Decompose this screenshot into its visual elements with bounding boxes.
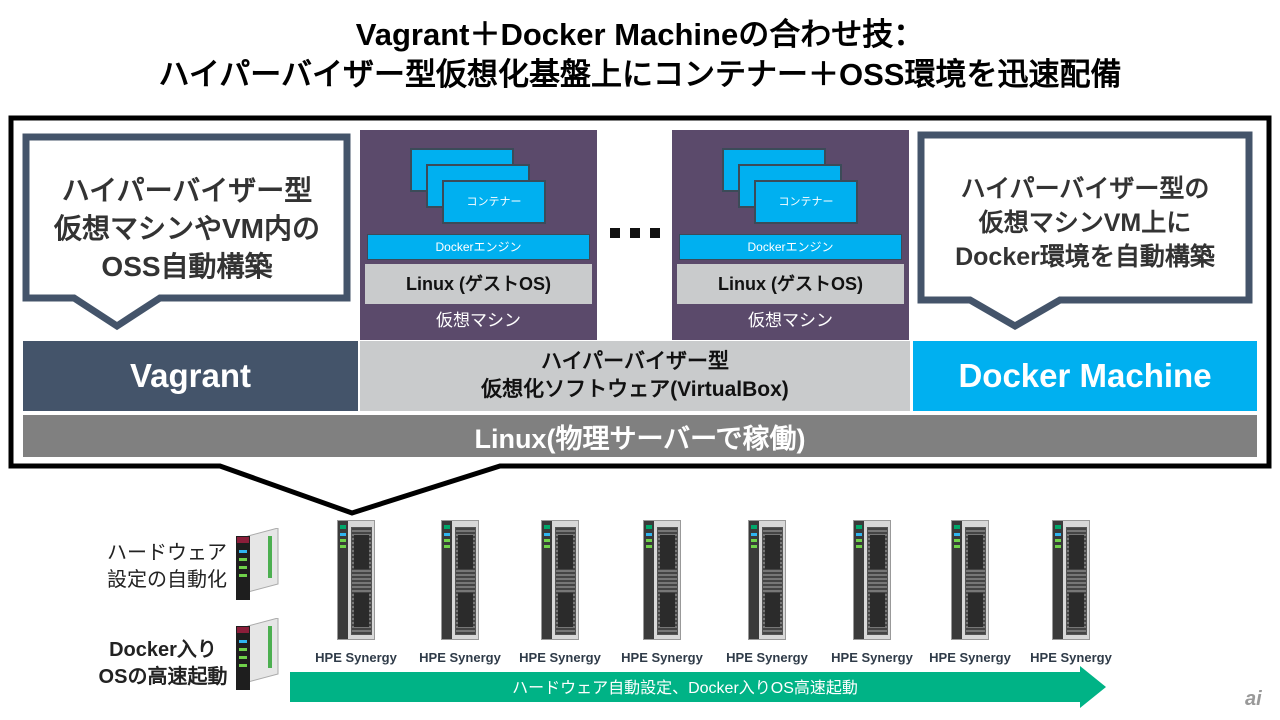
vm-label: 仮想マシン xyxy=(748,311,833,330)
title-line-1: Vagrant＋Docker Machineの合わせ技： xyxy=(355,17,925,52)
left-callout-line-1: ハイパーバイザー型 xyxy=(61,175,313,206)
right-callout: ハイパーバイザー型の 仮想マシンVM上に Docker環境を自動構築 xyxy=(925,172,1245,274)
server-label: HPE Synergy xyxy=(419,650,501,665)
hypervisor-band: ハイパーバイザー型 仮想化ソフトウェア(VirtualBox) xyxy=(360,341,910,411)
hypervisor-line-1: ハイパーバイザー型 xyxy=(541,350,729,373)
right-callout-line-2: 仮想マシンVM上に xyxy=(978,209,1192,237)
right-callout-border xyxy=(917,131,1253,331)
server-label: HPE Synergy xyxy=(519,650,601,665)
right-callout-line-1: ハイパーバイザー型の xyxy=(960,175,1210,203)
server-label: HPE Synergy xyxy=(726,650,808,665)
docker-engine: Dockerエンジン xyxy=(679,234,902,260)
left-callout-line-3: OSS自動構築 xyxy=(101,251,273,282)
watermark-logo: ai xyxy=(1245,688,1262,710)
vagrant-band: Vagrant xyxy=(23,341,358,411)
right-callout-line-3: Docker環境を自動構築 xyxy=(955,243,1215,271)
docker-engine: Dockerエンジン xyxy=(367,234,590,260)
server-label: HPE Synergy xyxy=(315,650,397,665)
vm-label: 仮想マシン xyxy=(436,311,521,330)
side-label-hardware: ハードウェア 設定の自動化 xyxy=(94,540,240,594)
server-blade-icon xyxy=(748,520,786,640)
container-front: コンテナー xyxy=(442,180,546,224)
server-blade-icon xyxy=(1052,520,1090,640)
hypervisor-line-2: 仮想化ソフトウェア(VirtualBox) xyxy=(481,378,789,401)
server-label: HPE Synergy xyxy=(831,650,913,665)
server-blade-icon xyxy=(853,520,891,640)
server-blade-icon xyxy=(441,520,479,640)
left-callout-border xyxy=(22,133,351,331)
ellipsis-dots xyxy=(610,228,660,240)
server-blade-icon xyxy=(541,520,579,640)
side-label-line-1: ハードウェア xyxy=(107,542,227,564)
virtual-machine-1: コンテナー Dockerエンジン Linux (ゲストOS) 仮想マシン xyxy=(360,130,597,340)
docker-machine-band: Docker Machine xyxy=(913,341,1257,411)
left-callout-line-2: 仮想マシンやVM内の xyxy=(53,213,320,244)
hardware-blade-icon xyxy=(236,528,279,600)
host-linux-band: Linux(物理サーバーで稼働) xyxy=(23,415,1257,457)
side-label-docker-os: Docker入り OSの高速起動 xyxy=(88,637,238,691)
progress-arrow xyxy=(290,666,1106,708)
side-label-line-1: Docker入り xyxy=(109,639,217,661)
virtual-machine-2: コンテナー Dockerエンジン Linux (ゲストOS) 仮想マシン xyxy=(672,130,909,340)
docker-os-blade-icon xyxy=(236,618,279,690)
guest-os: Linux (ゲストOS) xyxy=(365,264,592,304)
server-blade-icon xyxy=(951,520,989,640)
container-front: コンテナー xyxy=(754,180,858,224)
server-label: HPE Synergy xyxy=(929,650,1011,665)
server-blade-icon xyxy=(643,520,681,640)
title-line-2: ハイパーバイザー型仮想化基盤上にコンテナー＋OSS環境を迅速配備 xyxy=(158,57,1122,92)
guest-os: Linux (ゲストOS) xyxy=(677,264,904,304)
server-blade-icon xyxy=(337,520,375,640)
left-callout: ハイパーバイザー型 仮想マシンやVM内の OSS自動構築 xyxy=(30,172,344,286)
server-label: HPE Synergy xyxy=(1030,650,1112,665)
side-label-line-2: OSの高速起動 xyxy=(98,666,228,688)
side-label-line-2: 設定の自動化 xyxy=(107,569,227,591)
server-label: HPE Synergy xyxy=(621,650,703,665)
arrow-label: ハードウェア自動設定、Docker入りOS高速起動 xyxy=(512,680,858,697)
